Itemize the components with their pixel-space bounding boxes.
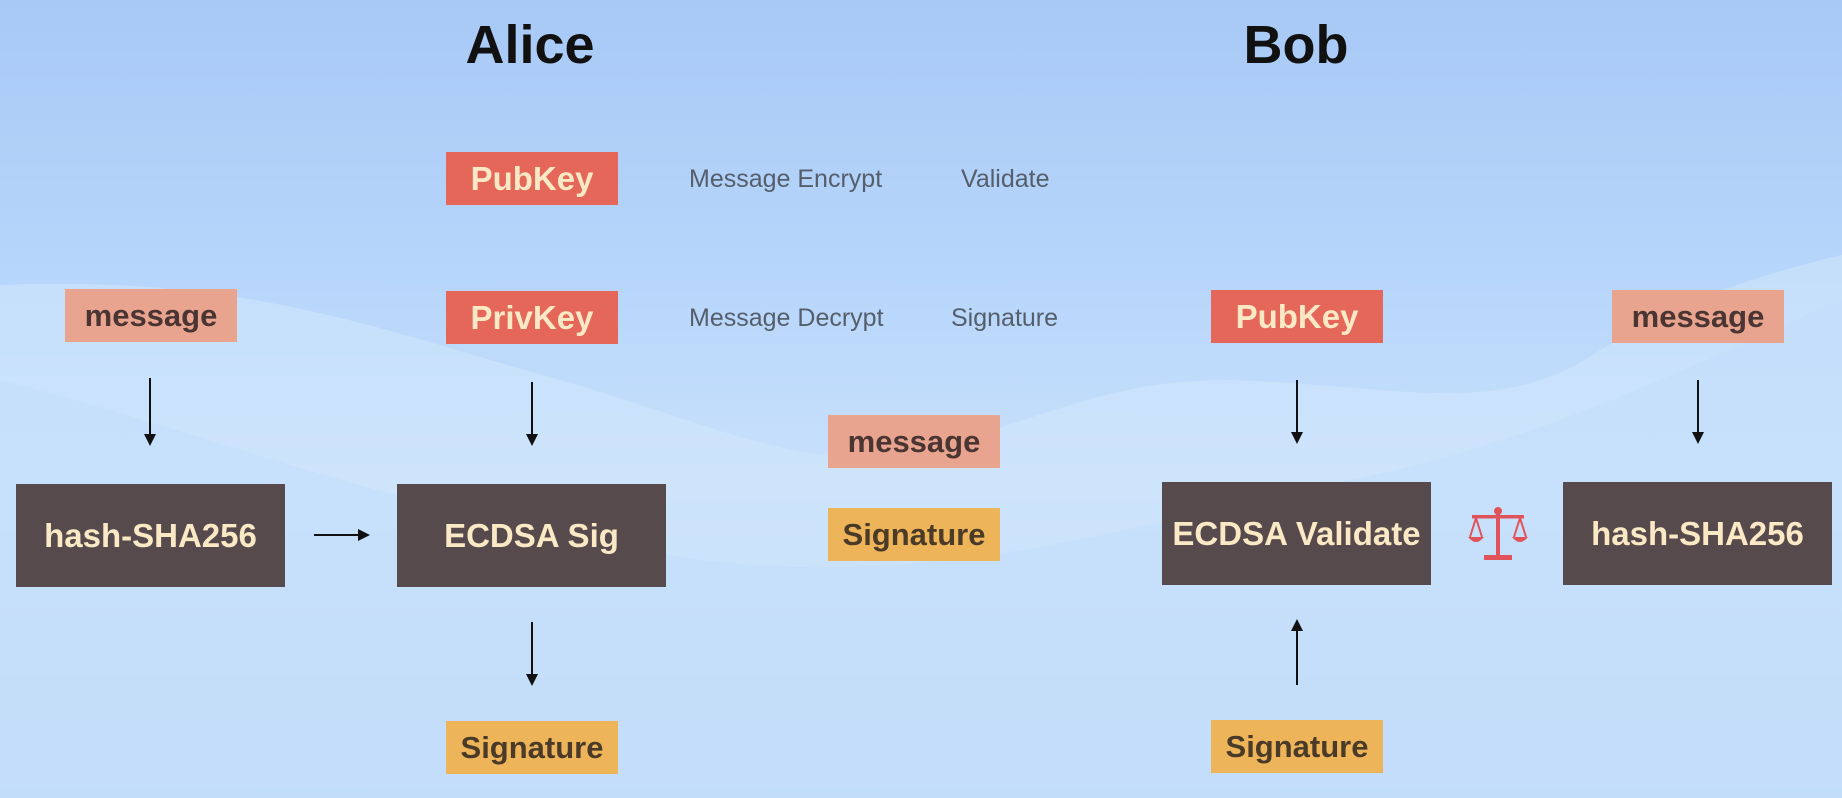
ecdsa-sig-box: ECDSA Sig	[397, 484, 666, 587]
arrow-ecdsa-sig-to-signature	[526, 622, 538, 686]
arrow-pubkey-to-ecdsa-validate	[1291, 380, 1303, 444]
note-signature: Signature	[951, 304, 1059, 332]
alice-privkey-box: PrivKey	[446, 291, 618, 344]
arrow-hash-to-ecdsa-sig	[314, 529, 370, 541]
arrow-bob-message-to-hash	[1692, 380, 1704, 444]
alice-signature-box: Signature	[446, 721, 618, 774]
alice-pubkey-box: PubKey	[446, 152, 618, 205]
bob-pubkey-box: PubKey	[1211, 290, 1383, 343]
arrow-signature-to-ecdsa-validate	[1291, 619, 1303, 685]
alice-message-box: message	[65, 289, 237, 342]
transfer-signature-box: Signature	[828, 508, 1000, 561]
transfer-message-box: message	[828, 415, 1000, 468]
bob-hash-sha256-box: hash-SHA256	[1563, 482, 1832, 585]
ecdsa-validate-box: ECDSA Validate	[1162, 482, 1431, 585]
arrow-message-to-hash	[144, 378, 156, 446]
note-validate: Validate	[961, 165, 1050, 193]
note-message-decrypt: Message Decrypt	[689, 304, 884, 332]
arrow-privkey-to-ecdsa-sig	[526, 382, 538, 446]
scales-icon	[1468, 507, 1528, 560]
alice-hash-sha256-box: hash-SHA256	[16, 484, 285, 587]
alice-title: Alice	[465, 15, 595, 75]
bob-message-box: message	[1612, 290, 1784, 343]
bob-signature-box: Signature	[1211, 720, 1383, 773]
bob-title: Bob	[1243, 15, 1349, 75]
note-message-encrypt: Message Encrypt	[689, 165, 883, 193]
